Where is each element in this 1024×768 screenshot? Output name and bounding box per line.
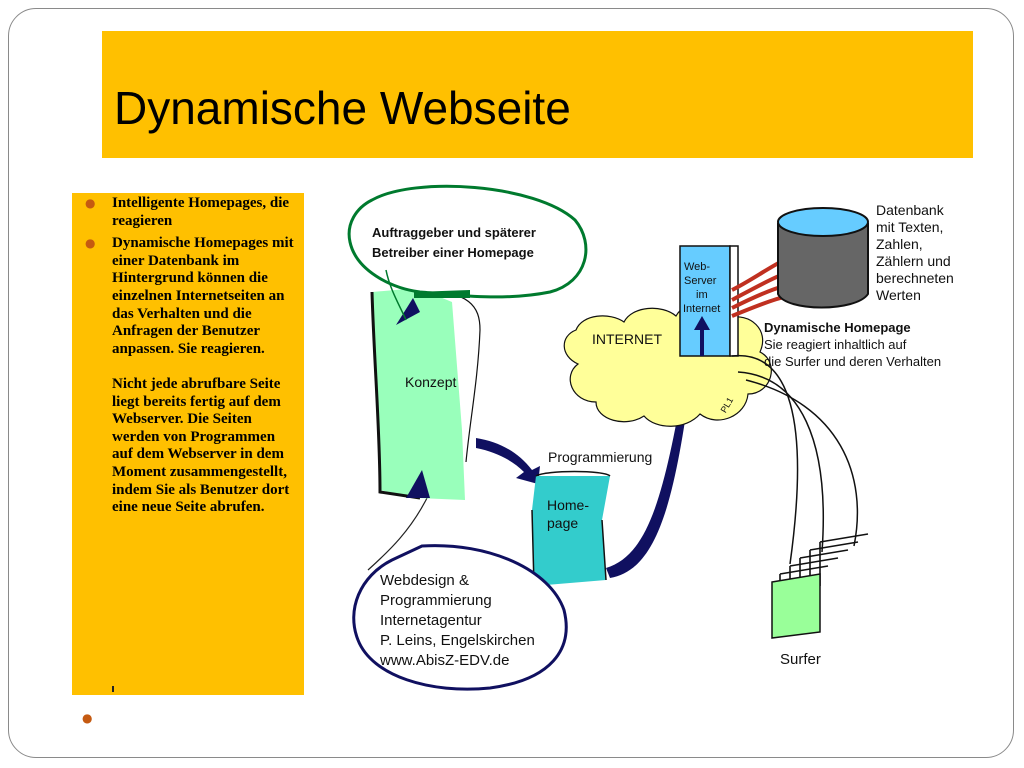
bullet-item: ● Dynamische Homepages mit einer Datenba… <box>72 235 304 517</box>
content-box: ● Intelligente Homepages, die reagieren … <box>72 193 304 695</box>
agency-line-4: P. Leins, Engelskirchen <box>380 632 535 649</box>
concept-paper <box>372 288 465 500</box>
database-line-4: Zählern und <box>876 253 951 269</box>
database-top <box>777 207 869 237</box>
stray-mark <box>112 686 114 692</box>
webserver-arrow <box>694 316 710 356</box>
homepage-label-line-1: Home- <box>547 497 589 513</box>
concept-paper-edge <box>370 291 421 500</box>
homepage-label-line-2: page <box>547 515 578 531</box>
concept-label: Konzept <box>405 374 456 390</box>
webserver-line-2: Server <box>684 275 717 287</box>
webserver-box <box>679 245 731 357</box>
bullet-dot-icon: ● <box>85 196 96 210</box>
webserver-line-1: Web- <box>684 261 710 273</box>
dynamic-homepage-desc-2: die Surfer und deren Verhalten <box>764 354 941 369</box>
dynamic-homepage-title: Dynamische Homepage <box>764 320 911 335</box>
database-line-1: Datenbank <box>876 202 945 218</box>
client-bubble <box>347 184 588 299</box>
bullet-text: Intelligente Homepages, die reagieren <box>112 195 290 229</box>
bullet-dot-icon: ● <box>85 236 96 251</box>
internet-label: INTERNET <box>592 331 662 347</box>
title-bar: Dynamische Webseite <box>102 31 973 158</box>
internet-cloud <box>563 302 772 427</box>
database-line-3: Zahlen, <box>876 236 923 252</box>
concept-to-homepage-arrow <box>476 438 540 484</box>
agency-line-1: Webdesign & <box>380 572 469 589</box>
agency-line-2: Programmierung <box>380 592 492 609</box>
agency-bubble-tail <box>367 491 431 571</box>
surfer-connection-line <box>745 379 859 547</box>
client-bubble-thin-tail <box>385 269 407 321</box>
client-bubble-tail <box>414 290 470 298</box>
webserver-line-4: Internet <box>683 303 720 315</box>
concept-hook-arrow <box>406 470 430 498</box>
surfer-front-doc <box>771 573 821 639</box>
slide-title: Dynamische Webseite <box>114 82 571 134</box>
database-line-5: berechneten <box>876 270 954 286</box>
programming-label: Programmierung <box>548 449 652 465</box>
surfer-label: Surfer <box>780 651 821 668</box>
database-line-6: Werten <box>876 287 921 303</box>
client-bubble-line-2: Betreiber einer Homepage <box>372 245 534 260</box>
bullet-text: Dynamische Homepages mit einer Datenbank… <box>112 235 294 516</box>
database-line-2: mit Texten, <box>876 219 943 235</box>
bullet-item: ● Intelligente Homepages, die reagieren <box>72 195 304 230</box>
agency-bubble <box>352 544 568 691</box>
client-bubble-line-1: Auftraggeber und späterer <box>372 225 536 240</box>
dynamic-homepage-desc-1: Sie reagiert inhaltlich auf <box>764 337 907 352</box>
web-diagram: Auftraggeber und späterer Betreiber eine… <box>347 184 954 691</box>
surfer-connection-line <box>737 371 824 553</box>
database-cylinder <box>777 223 869 309</box>
homepage-jar <box>532 476 610 586</box>
empty-bullet-dot-icon: ● <box>82 711 93 725</box>
bullet-list: ● Intelligente Homepages, die reagieren … <box>72 193 304 522</box>
surfer-connection-line <box>731 354 799 565</box>
webserver-line-3: im <box>696 289 708 301</box>
agency-line-3: Internetagentur <box>380 612 482 629</box>
concept-down-arrow <box>396 298 420 325</box>
agency-line-5: www.AbisZ-EDV.de <box>379 652 510 669</box>
